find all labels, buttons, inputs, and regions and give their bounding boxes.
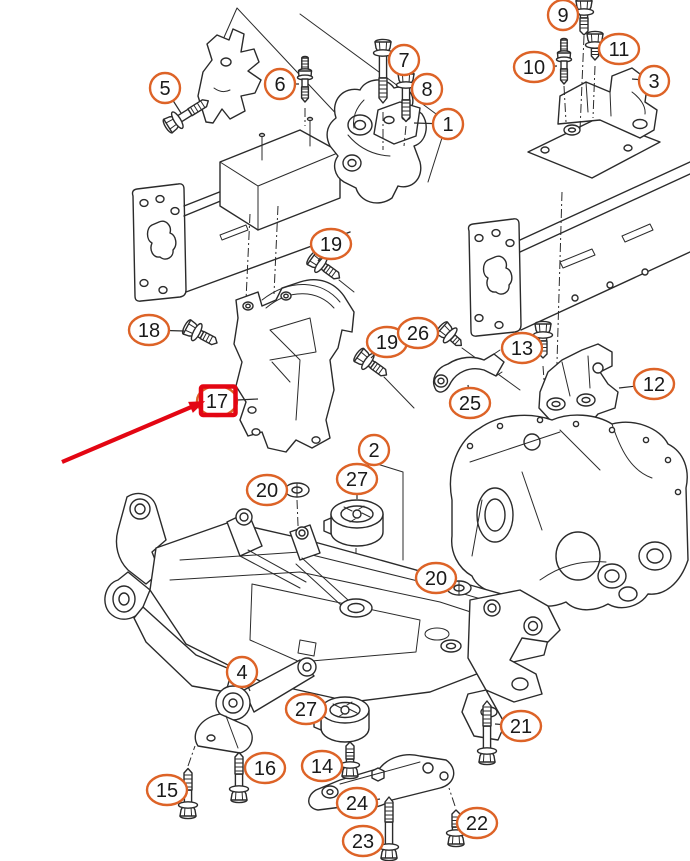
body-reference-lines xyxy=(213,7,448,183)
part-link-25 xyxy=(432,349,505,393)
callout-20a[interactable]: 20 xyxy=(245,473,289,507)
callout-20b[interactable]: 20 xyxy=(414,561,458,595)
callout-4[interactable]: 4 xyxy=(225,655,259,689)
part-body-bracket xyxy=(197,28,262,124)
callout-ring-24 xyxy=(335,786,379,820)
highlight-layer xyxy=(61,384,238,464)
callout-26[interactable]: 26 xyxy=(396,316,440,350)
part-pendulum-mount xyxy=(194,657,317,754)
bolt-14 xyxy=(341,742,360,779)
callout-18[interactable]: 18 xyxy=(127,313,171,347)
callout-ring-3 xyxy=(637,64,671,98)
callout-ring-8 xyxy=(410,72,444,106)
callout-ring-10 xyxy=(512,50,556,84)
highlight-arrow-head xyxy=(188,401,206,413)
callout-1[interactable]: 1 xyxy=(431,107,465,141)
part-washer-20-left xyxy=(284,482,310,498)
part-bracket-17 xyxy=(233,278,355,453)
callout-27b[interactable]: 27 xyxy=(284,692,328,726)
callout-27a[interactable]: 27 xyxy=(335,462,379,496)
callout-ring-26 xyxy=(396,316,440,350)
callout-ring-6 xyxy=(263,67,297,101)
callout-8[interactable]: 8 xyxy=(410,72,444,106)
callout-23[interactable]: 23 xyxy=(341,824,385,858)
callout-ring-7 xyxy=(387,43,421,77)
callout-ring-2 xyxy=(357,433,391,467)
callout-6[interactable]: 6 xyxy=(263,67,297,101)
callout-11[interactable]: 11 xyxy=(597,32,641,66)
callout-13[interactable]: 13 xyxy=(500,331,544,365)
callout-ring-12 xyxy=(632,367,676,401)
callout-5[interactable]: 5 xyxy=(148,71,182,105)
callout-16[interactable]: 16 xyxy=(243,751,287,785)
callout-ring-15 xyxy=(145,773,189,807)
part-engine-mount xyxy=(326,79,427,204)
callout-10[interactable]: 10 xyxy=(512,50,556,84)
bolt-18 xyxy=(180,317,221,351)
callout-22[interactable]: 22 xyxy=(455,806,499,840)
part-right-beam xyxy=(467,161,690,337)
stud-6 xyxy=(296,55,314,103)
highlight-arrow-shaft xyxy=(61,404,194,464)
callout-ring-13 xyxy=(500,331,544,365)
callout-ring-20a xyxy=(245,473,289,507)
part-left-beam xyxy=(131,116,351,302)
callout-ring-27a xyxy=(335,462,379,496)
part-transmission-housing xyxy=(449,414,689,611)
callout-24[interactable]: 24 xyxy=(335,786,379,820)
highlight-box xyxy=(198,384,238,418)
part-bracket-12 xyxy=(538,343,619,429)
callout-21[interactable]: 21 xyxy=(499,709,543,743)
part-bushing-27-upper xyxy=(323,499,384,547)
callout-ring-19a xyxy=(309,227,353,261)
part-subframe xyxy=(104,492,561,741)
callout-ring-20b xyxy=(414,561,458,595)
callout-ring-9 xyxy=(546,0,580,32)
callout-3[interactable]: 3 xyxy=(637,64,671,98)
callout-7[interactable]: 7 xyxy=(387,43,421,77)
line-art xyxy=(104,0,690,861)
callout-ring-18 xyxy=(127,313,171,347)
callout-ring-14 xyxy=(300,749,344,783)
callout-25[interactable]: 25 xyxy=(448,386,492,420)
callout-9[interactable]: 9 xyxy=(546,0,580,32)
part-gearbox-mount xyxy=(527,67,661,179)
callout-15[interactable]: 15 xyxy=(145,773,189,807)
callout-ring-25 xyxy=(448,386,492,420)
bolt-23 xyxy=(380,797,399,861)
callout-2[interactable]: 2 xyxy=(357,433,391,467)
callout-ring-5 xyxy=(148,71,182,105)
callout-ring-16 xyxy=(243,751,287,785)
stud-10 xyxy=(555,37,573,85)
callout-14[interactable]: 14 xyxy=(300,749,344,783)
callout-ring-22 xyxy=(455,806,499,840)
callout-19a[interactable]: 19 xyxy=(309,227,353,261)
callout-ring-21 xyxy=(499,709,543,743)
callout-ring-27b xyxy=(284,692,328,726)
callout-ring-4 xyxy=(225,655,259,689)
callout-12[interactable]: 12 xyxy=(632,367,676,401)
callout-ring-23 xyxy=(341,824,385,858)
bolt-16 xyxy=(230,753,249,803)
callout-ring-1 xyxy=(431,107,465,141)
callout-ring-11 xyxy=(597,32,641,66)
